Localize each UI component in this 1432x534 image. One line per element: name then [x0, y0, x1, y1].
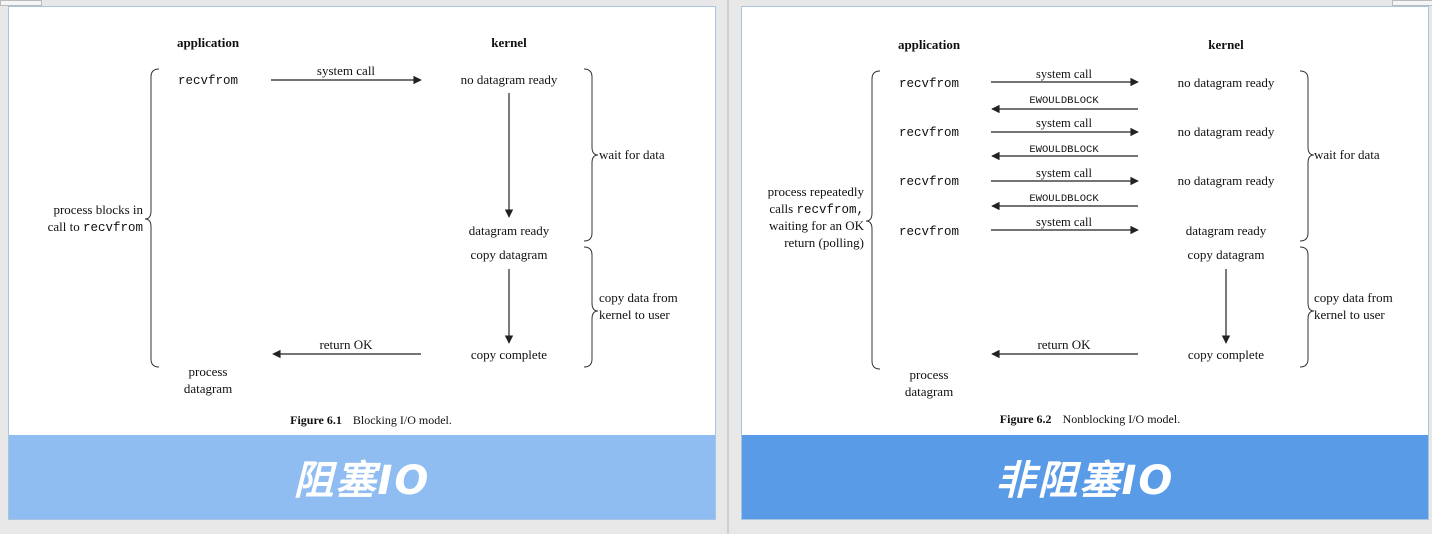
datagram-ready: datagram ready [469, 223, 550, 238]
return-ok-label: return OK [1037, 337, 1091, 352]
kernel-header: kernel [491, 35, 527, 50]
process-datagram-line2: datagram [905, 384, 953, 399]
wait-for-data-brace [1299, 70, 1315, 242]
copy-data-line1: copy data from [1314, 290, 1393, 305]
polling-line2: calls recvfrom, [769, 201, 864, 217]
process-datagram-line1: process [910, 367, 949, 382]
process-blocks-line1: process blocks in [53, 202, 143, 217]
copy-datagram: copy datagram [471, 247, 548, 262]
wait-for-data-label: wait for data [1314, 147, 1380, 162]
ewouldblock-label-2: EWOULDBLOCK [1029, 144, 1099, 156]
recvfrom-call-4: recvfrom [899, 225, 959, 239]
no-datagram-ready-3: no datagram ready [1178, 173, 1275, 188]
ewouldblock-label-1: EWOULDBLOCK [1029, 95, 1099, 107]
no-datagram-ready-2: no datagram ready [1178, 124, 1275, 139]
recvfrom-call: recvfrom [178, 74, 238, 88]
kernel-header: kernel [1208, 37, 1244, 52]
datagram-ready: datagram ready [1186, 223, 1267, 238]
application-header: application [898, 37, 961, 52]
copy-data-line2: kernel to user [599, 307, 670, 322]
copy-data-brace [583, 246, 599, 368]
panel-divider [727, 0, 729, 534]
system-call-label: system call [317, 63, 376, 78]
polling-line1: process repeatedly [768, 184, 865, 199]
figure-caption: Figure 6.1 Blocking I/O model. [290, 413, 452, 427]
system-call-label-4: system call [1036, 215, 1092, 229]
nonblocking-io-panel: application kernel recvfrom system call … [741, 6, 1429, 520]
blocking-io-panel: application kernel recvfrom system call … [8, 6, 716, 520]
system-call-label-1: system call [1036, 67, 1092, 81]
process-blocks-brace [144, 68, 160, 368]
copy-data-brace [1299, 246, 1315, 368]
copy-data-line1: copy data from [599, 290, 678, 305]
copy-datagram: copy datagram [1188, 247, 1265, 262]
nonblocking-io-banner: 非阻塞IO [742, 435, 1428, 519]
blocking-io-banner: 阻塞IO [9, 435, 715, 519]
blocking-io-diagram: application kernel recvfrom system call … [48, 35, 678, 427]
copy-complete: copy complete [1188, 347, 1264, 362]
recvfrom-call-3: recvfrom [899, 175, 959, 189]
recvfrom-call-1: recvfrom [899, 77, 959, 91]
nonblocking-io-diagram: application kernel recvfrom system call … [768, 37, 1393, 426]
polling-brace [865, 70, 881, 370]
wait-for-data-brace [583, 68, 599, 242]
copy-data-line2: kernel to user [1314, 307, 1385, 322]
polling-line4: return (polling) [784, 235, 864, 250]
no-datagram-ready-1: no datagram ready [1178, 75, 1275, 90]
process-datagram-line1: process [189, 364, 228, 379]
recvfrom-call-2: recvfrom [899, 126, 959, 140]
return-ok-label: return OK [319, 337, 373, 352]
process-datagram-line2: datagram [184, 381, 232, 396]
copy-complete: copy complete [471, 347, 547, 362]
system-call-label-2: system call [1036, 116, 1092, 130]
polling-line3: waiting for an OK [769, 218, 865, 233]
process-blocks-line2: call to recvfrom [48, 219, 143, 235]
ewouldblock-label-3: EWOULDBLOCK [1029, 193, 1099, 205]
figure-caption: Figure 6.2 Nonblocking I/O model. [1000, 412, 1180, 426]
wait-for-data-label: wait for data [599, 147, 665, 162]
system-call-label-3: system call [1036, 166, 1092, 180]
top-tab-right [1392, 0, 1432, 6]
application-header: application [177, 35, 240, 50]
top-tab-left [0, 0, 42, 6]
no-datagram-ready: no datagram ready [461, 72, 558, 87]
